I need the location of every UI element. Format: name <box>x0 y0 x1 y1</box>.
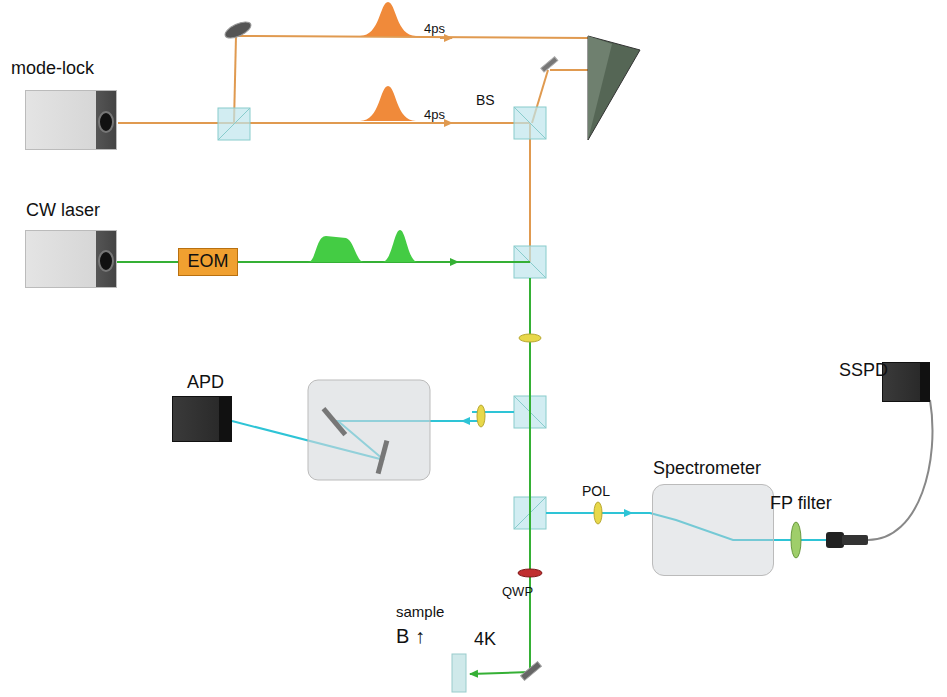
node-label: Spectrometer <box>653 459 761 479</box>
cw-laser: CW laser <box>25 230 117 288</box>
temperature-label: 4K <box>474 630 496 650</box>
waveplate-label: QWP <box>502 585 533 599</box>
node-label: APD <box>187 373 224 393</box>
sspd-detector: SSPD <box>882 362 930 402</box>
mode-lock-laser: mode-lock <box>25 90 117 150</box>
pulse-width: 4ps <box>424 22 445 36</box>
pulse-width: 4ps <box>424 108 445 122</box>
laser-beam <box>117 261 178 263</box>
filter-label: FP filter <box>770 494 832 514</box>
spectrometer: Spectrometer <box>652 484 774 576</box>
node-label: EOM <box>187 252 228 272</box>
node-label: CW laser <box>26 201 100 221</box>
laser-aperture <box>98 111 114 133</box>
laser-aperture <box>98 250 114 272</box>
field-label: B ↑ <box>396 625 425 647</box>
apd-detector: APD <box>172 396 232 442</box>
node-label: SSPD <box>839 361 888 381</box>
polarizer-label: POL <box>582 484 610 499</box>
node-label: mode-lock <box>11 59 94 79</box>
beamsplitter-label: BS <box>476 93 495 108</box>
sample-label: sample <box>396 604 444 621</box>
eom-modulator: EOM <box>178 248 238 276</box>
